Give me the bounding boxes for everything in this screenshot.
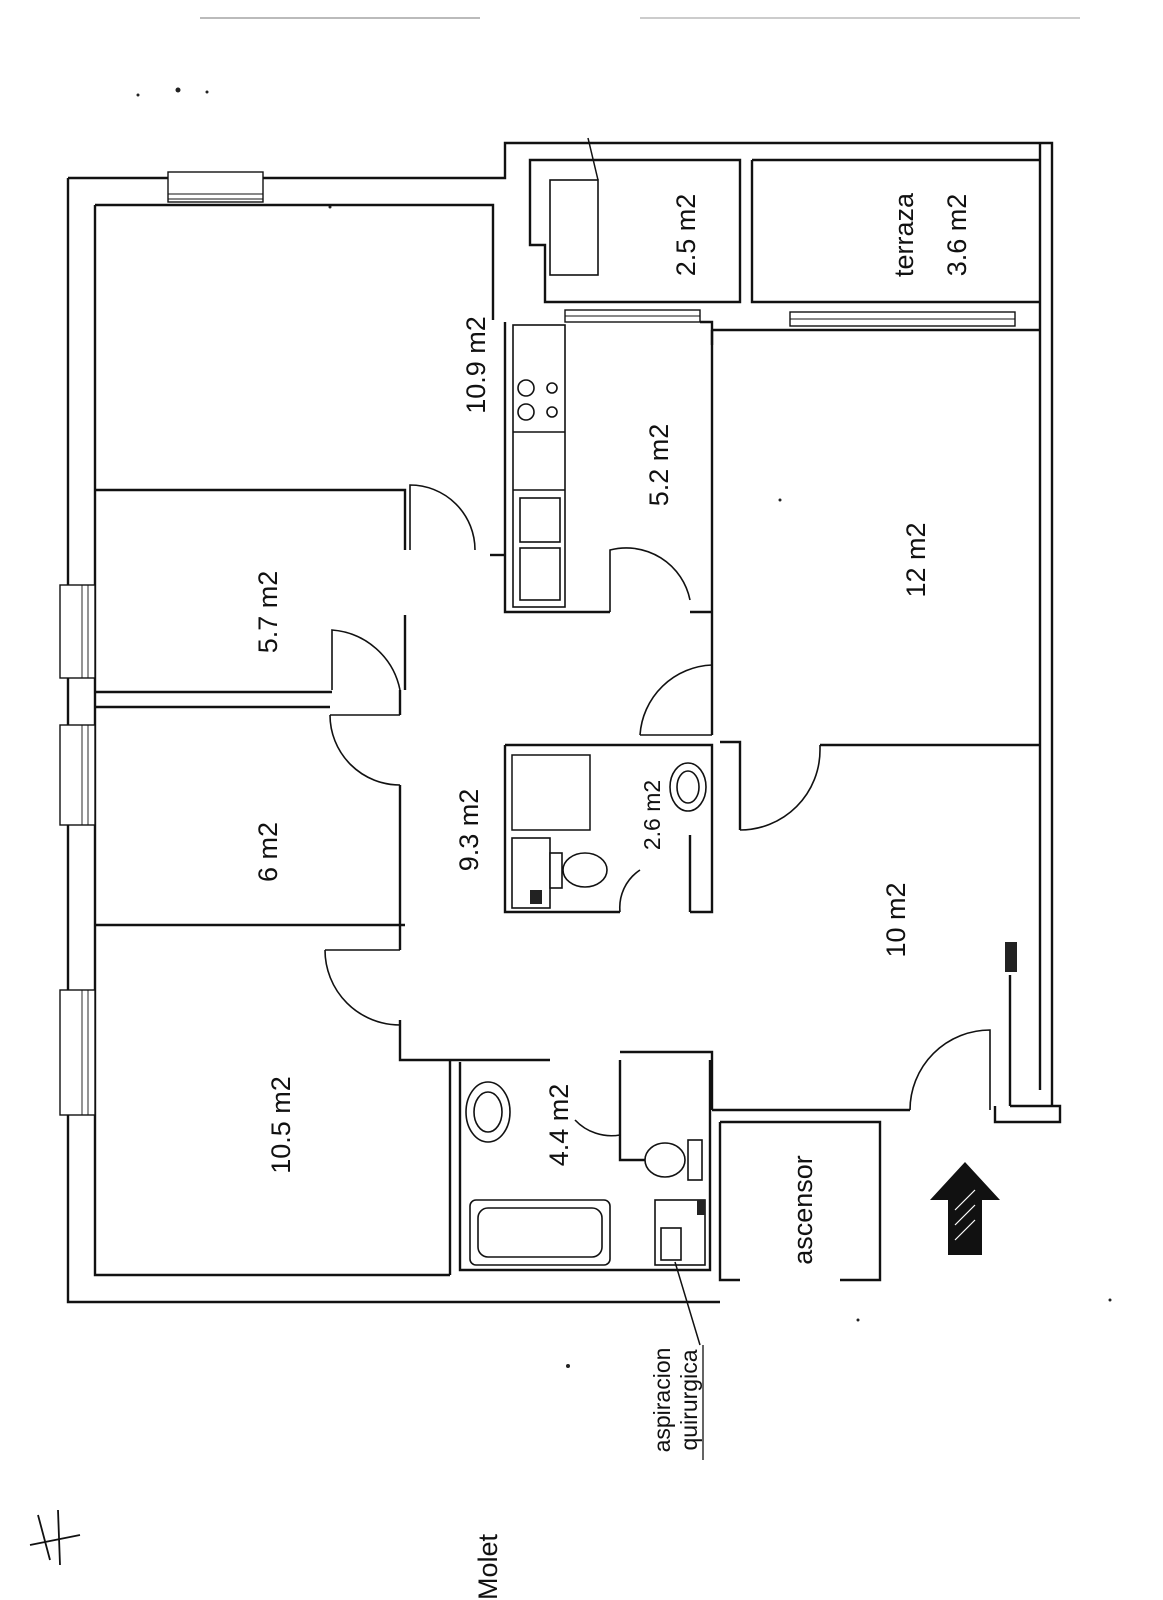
label-dining: 10 m2 xyxy=(881,882,911,957)
storage-fixture xyxy=(549,137,599,276)
main-bath-fixtures xyxy=(465,1081,706,1346)
room-labels: 2.5 m2 terraza 3.6 m2 10.9 m2 5.2 m2 12 … xyxy=(253,192,972,1600)
label-terrace-area: 3.6 m2 xyxy=(942,194,972,277)
annotation-line1: aspiracion xyxy=(649,1348,675,1453)
scan-noise xyxy=(136,17,1112,1368)
label-bedroom-top: 10.9 m2 xyxy=(461,316,491,414)
label-lift: ascensor xyxy=(788,1155,818,1265)
windows xyxy=(59,171,1016,1116)
label-terrace-name: terraza xyxy=(889,192,919,277)
annotation-line2: quirurgica xyxy=(676,1349,702,1450)
label-kitchen: 5.2 m2 xyxy=(644,424,674,507)
place-name: Molet xyxy=(473,1533,503,1600)
entrance-arrow-icon xyxy=(930,1162,1000,1255)
entrance-marker xyxy=(1005,942,1017,972)
label-storage: 2.5 m2 xyxy=(671,194,701,277)
label-living: 12 m2 xyxy=(901,522,931,597)
label-bedroom-small-b: 6 m2 xyxy=(253,822,283,882)
doors xyxy=(324,484,991,1137)
label-bedroom-small-a: 5.7 m2 xyxy=(253,571,283,654)
label-bath-small: 2.6 m2 xyxy=(639,780,665,850)
small-bath-fixtures xyxy=(511,762,707,909)
interior-walls xyxy=(95,158,1040,1282)
kitchen-counter xyxy=(512,324,566,608)
label-bath-main: 4.4 m2 xyxy=(544,1084,574,1167)
label-hall: 9.3 m2 xyxy=(454,789,484,872)
signature xyxy=(29,1509,81,1566)
label-bedroom-bottom: 10.5 m2 xyxy=(266,1076,296,1174)
